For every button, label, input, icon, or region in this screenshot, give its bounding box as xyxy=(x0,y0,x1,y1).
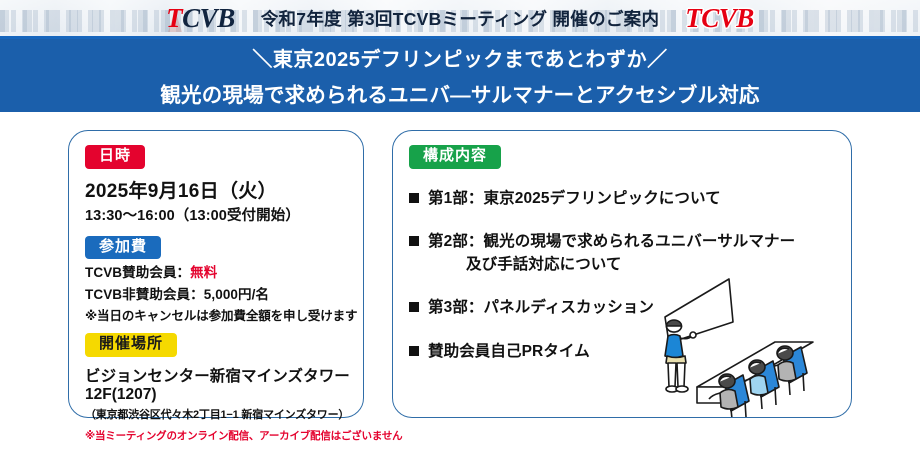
program-card: 構成内容 第1部：東京2025デフリンピックについて 第2部：観光の現場で求めら… xyxy=(392,130,852,418)
datetime-badge: 日時 xyxy=(85,145,146,169)
fee-member-row: TCVB賛助会員：無料 xyxy=(85,261,347,281)
spacer xyxy=(85,225,347,236)
list-item: 第3部：パネルディスカッション xyxy=(409,296,835,319)
header-title: 令和7年度 第3回TCVBミーティング 開催のご案内 xyxy=(260,8,660,29)
agenda-item-line2: 及び手話対応について xyxy=(466,256,622,273)
streaming-warning: ※当ミーティングのオンライン配信、アーカイブ配信はございません xyxy=(85,429,403,442)
agenda-item-text: 賛助会員自己PRタイム xyxy=(428,342,590,360)
tcvb-logo-left: TCVB xyxy=(166,2,235,33)
bullet-square-icon xyxy=(409,345,419,356)
venue-floor: 12F(1207) xyxy=(85,385,157,403)
banner-main-title: 観光の現場で求められるユニバ―サルマナーとアクセシブル対応 xyxy=(160,84,760,107)
bullet-square-icon xyxy=(409,192,419,203)
venue-address: （東京都渋谷区代々木2丁目1−1 新宿マインズタワー） xyxy=(85,408,350,421)
event-banner: ＼東京2025デフリンピックまであとわずか／ 観光の現場で求められるユニバ―サル… xyxy=(0,36,920,112)
agenda-item-line1: 第2部：観光の現場で求められるユニバーサルマナー xyxy=(428,232,796,250)
agenda-list: 第1部：東京2025デフリンピックについて 第2部：観光の現場で求められるユニバ… xyxy=(409,187,835,363)
fee-member-label: TCVB賛助会員： xyxy=(85,265,191,280)
page-header: TCVB 令和7年度 第3回TCVBミーティング 開催のご案内 TCVB xyxy=(0,0,920,36)
logo-letters-cvb: CVB xyxy=(182,2,235,33)
logo-letter-t: T xyxy=(166,2,183,33)
spacer xyxy=(85,324,347,333)
cancellation-note: ※当日のキャンセルは参加費全額を申し受けます xyxy=(85,309,358,323)
event-details-card: 日時 2025年9月16日（火） 13:30〜16:00（13:00受付開始） … xyxy=(68,130,403,442)
bullet-square-icon xyxy=(409,235,419,246)
banner-tagline: ＼東京2025デフリンピックまであとわずか／ xyxy=(252,49,668,71)
fee-nonmember-row: TCVB非賛助会員：5,000円/名 xyxy=(85,287,270,302)
content-area: 日時 2025年9月16日（火） 13:30〜16:00（13:00受付開始） … xyxy=(0,112,920,450)
list-item: 賛助会員自己PRタイム xyxy=(409,340,835,363)
venue-badge: 開催場所 xyxy=(85,333,178,357)
fee-badge: 参加費 xyxy=(85,235,162,259)
fee-member-value: 無料 xyxy=(190,265,218,280)
tcvb-logo-right: TCVB xyxy=(685,2,754,33)
agenda-item-text: 第1部：東京2025デフリンピックについて xyxy=(428,189,721,207)
agenda-item-text: 第2部：観光の現場で求められるユニバーサルマナー及び手話対応について xyxy=(428,230,795,277)
event-date: 2025年9月16日（火） xyxy=(85,180,277,202)
cards-row: 日時 2025年9月16日（火） 13:30〜16:00（13:00受付開始） … xyxy=(0,130,920,442)
list-item: 第2部：観光の現場で求められるユニバーサルマナー及び手話対応について xyxy=(409,230,835,277)
header-content: TCVB 令和7年度 第3回TCVBミーティング 開催のご案内 TCVB xyxy=(0,0,920,36)
program-badge: 構成内容 xyxy=(409,145,502,169)
venue-name: ビジョンセンター新宿マインズタワー xyxy=(85,367,350,385)
event-time: 13:30〜16:00（13:00受付開始） xyxy=(85,207,300,224)
list-item: 第1部：東京2025デフリンピックについて xyxy=(409,187,835,210)
agenda-item-text: 第3部：パネルディスカッション xyxy=(428,299,655,317)
cityscape-background xyxy=(0,0,920,36)
bullet-square-icon xyxy=(409,302,419,313)
